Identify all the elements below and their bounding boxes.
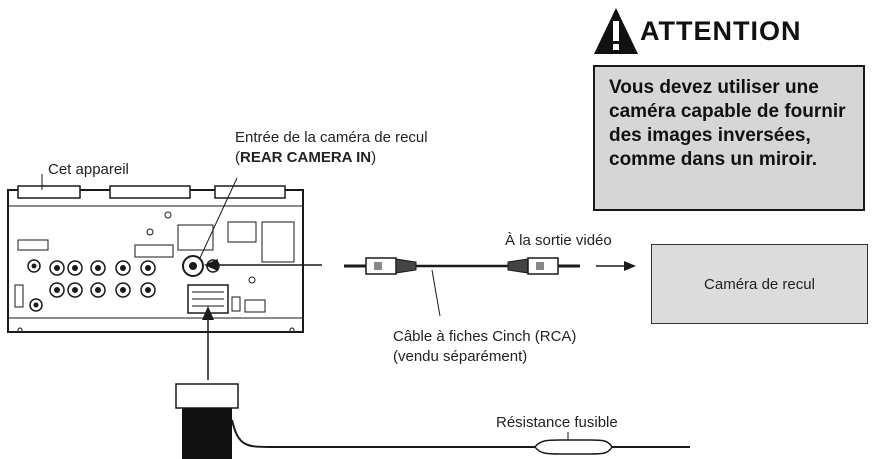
attention-box: Vous devez utiliser une caméra capable d…	[593, 65, 865, 211]
rca-to-jack-arrow	[204, 259, 322, 271]
head-unit-rear-panel	[7, 185, 304, 333]
rear-camera-paren-close: )	[371, 149, 377, 166]
attention-message: Vous devez utiliser une caméra capable d…	[609, 77, 846, 170]
wiring-harness-plug	[175, 383, 535, 459]
video-output-arrow	[596, 261, 636, 271]
rca-cable	[344, 257, 580, 317]
fuse-resistor-label: Résistance fusible	[496, 414, 618, 431]
rear-camera-box: Caméra de recul	[651, 244, 868, 324]
rear-camera-paren-open: (	[235, 149, 240, 166]
rca-cable-note: (vendu séparément)	[393, 348, 528, 365]
rear-camera-label: Caméra de recul	[704, 275, 815, 293]
rear-camera-input-code: REAR CAMERA IN	[240, 149, 372, 166]
warning-triangle-icon	[594, 8, 638, 54]
rca-cable-label: Câble à fiches Cinch (RCA)	[393, 328, 577, 345]
connector-up-arrow	[202, 306, 214, 380]
fuse-resistor-shape	[534, 432, 690, 455]
rear-camera-callout-line	[199, 177, 238, 259]
rear-camera-input-code-line: (REAR CAMERA IN)	[235, 148, 376, 167]
device-label: Cet appareil	[48, 161, 129, 178]
video-output-label: À la sortie vidéo	[505, 232, 612, 249]
rear-camera-input-label: Entrée de la caméra de recul	[235, 129, 428, 146]
attention-title: ATTENTION	[640, 16, 802, 46]
